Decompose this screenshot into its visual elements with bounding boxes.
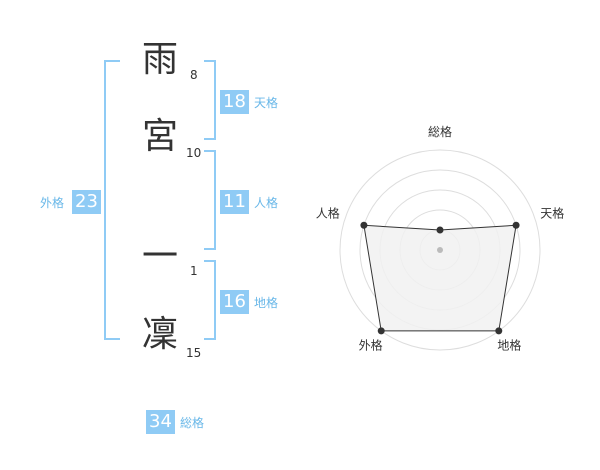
stroke-count-1: 8 bbox=[190, 68, 198, 82]
radar-center-dot bbox=[437, 247, 443, 253]
name-char-3: 一 bbox=[141, 236, 178, 277]
stroke-count-3: 1 bbox=[190, 264, 198, 278]
jinkaku-bracket bbox=[204, 150, 216, 250]
name-char-1: 雨 bbox=[141, 39, 178, 80]
tenkaku-value: 18 bbox=[220, 90, 249, 114]
jinkaku-label: 人格 bbox=[254, 196, 279, 210]
radar-data-point bbox=[436, 226, 444, 234]
gaikaku-bracket bbox=[104, 60, 120, 340]
stroke-count-2: 10 bbox=[186, 146, 202, 160]
radar-axis-label: 天格 bbox=[540, 206, 564, 221]
tenkaku-label: 天格 bbox=[254, 96, 279, 110]
gaikaku-label: 外格 bbox=[40, 196, 65, 210]
jinkaku-value: 11 bbox=[220, 190, 249, 214]
gaikaku-value: 23 bbox=[72, 190, 101, 214]
chikaku-label: 地格 bbox=[254, 296, 279, 310]
tenkaku-bracket bbox=[204, 60, 216, 140]
radar-data-point bbox=[377, 327, 385, 335]
name-char-4: 凜 bbox=[141, 314, 178, 355]
radar-axis-label: 外格 bbox=[359, 337, 383, 352]
chikaku-bracket bbox=[204, 260, 216, 340]
chikaku-value: 16 bbox=[220, 290, 249, 314]
radar-axis-label: 地格 bbox=[497, 337, 521, 352]
soukaku-value: 34 bbox=[146, 410, 175, 434]
stroke-count-4: 15 bbox=[186, 346, 202, 360]
radar-data-point bbox=[495, 327, 503, 335]
radar-series-area bbox=[363, 224, 517, 332]
radar-data-point bbox=[360, 221, 368, 229]
name-char-2: 宮 bbox=[141, 116, 178, 157]
radar-data-point bbox=[512, 221, 520, 229]
radar-axis-label: 総格 bbox=[428, 124, 452, 139]
radar-grid-ring bbox=[339, 149, 541, 351]
soukaku-label: 総格 bbox=[180, 416, 205, 430]
radar-axis-label: 人格 bbox=[316, 206, 340, 221]
